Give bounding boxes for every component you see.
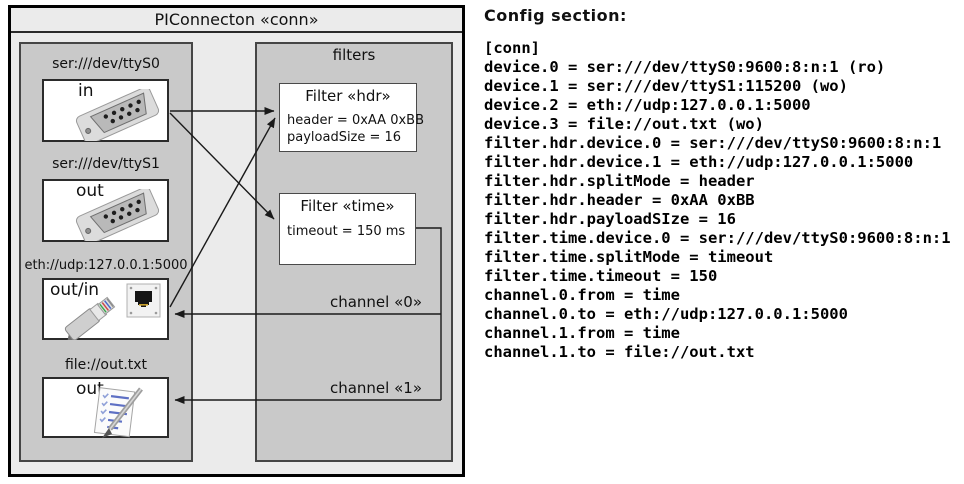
config-section: Config section: [conn] device.0 = ser://… [484,6,960,362]
config-heading: Config section: [484,6,627,25]
ethernet-plug-image [64,296,116,340]
device-io-box: in [42,79,169,142]
filter-property: payloadSize = 16 [287,130,402,145]
device-direction-label: in [78,81,94,101]
piconnecton-box: PIConnecton «conn» ser:///dev/ttyS0 in [8,5,465,477]
device-direction-label: out [76,181,104,201]
device-io-box: out/in [42,278,169,340]
notepad-pen-icon [93,387,143,438]
title-divider [11,31,462,33]
diagram-title: PIConnecton «conn» [154,10,319,29]
device-url-label: eth://udp:127.0.0.1:5000 [24,258,188,273]
device-url-label: ser:///dev/ttyS1 [52,156,160,172]
config-text: [conn] device.0 = ser:///dev/ttyS0:9600:… [484,39,951,361]
channel-0-label: channel «0» [329,293,422,311]
filters-panel: filters Filter «hdr» header = 0xAA 0xBB … [255,42,453,462]
filter-title: Filter «time» [300,197,395,215]
device-io-box: out [42,179,169,242]
device-direction-label: out [76,379,104,399]
filter-property: timeout = 150 ms [287,224,406,239]
filter-time-box: Filter «time» timeout = 150 ms [279,193,416,265]
devices-panel: ser:///dev/ttyS0 in [19,42,193,462]
device-url-label: ser:///dev/ttyS0 [52,56,160,72]
serial-connector-image [75,89,160,141]
device-url-label: file://out.txt [64,357,148,373]
device-direction-label: out/in [50,280,100,300]
ethernet-port-icon [126,283,161,318]
filter-hdr-box: Filter «hdr» header = 0xAA 0xBB payloadS… [279,83,424,152]
filter-property: header = 0xAA 0xBB [287,113,425,128]
channel-1-label: channel «1» [329,379,422,397]
device-io-box: out [42,377,169,438]
serial-connector-image [75,189,160,241]
filters-panel-title: filters [332,46,376,64]
filter-title: Filter «hdr» [305,87,391,105]
